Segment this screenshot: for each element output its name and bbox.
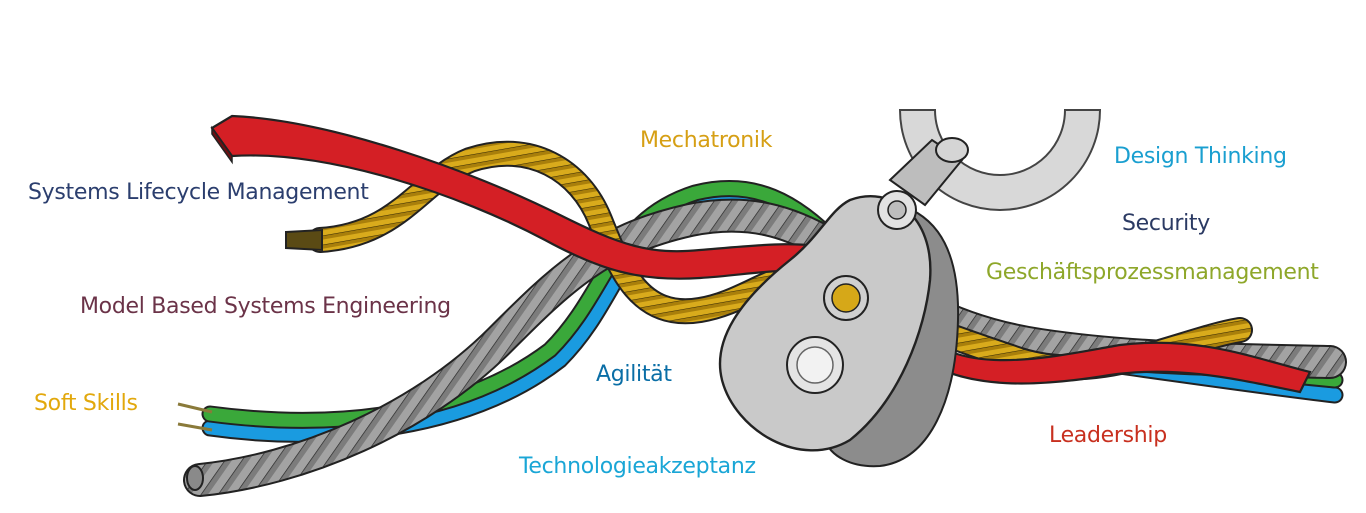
label-mechatronik: Mechatronik <box>640 128 773 153</box>
red-strap-icon <box>210 114 1312 394</box>
label-security: Security <box>1122 211 1210 236</box>
label-design-thinking: Design Thinking <box>1114 144 1287 169</box>
label-systems-lifecycle-management: Systems Lifecycle Management <box>28 180 369 205</box>
label-geschaeftsprozessmanagement: Geschäftsprozessmanagement <box>986 260 1319 285</box>
label-leadership: Leadership <box>1049 423 1167 448</box>
label-agilitaet: Agilität <box>596 362 672 387</box>
label-soft-skills: Soft Skills <box>34 391 138 416</box>
label-technologieakzeptanz: Technologieakzeptanz <box>519 454 756 479</box>
pulley-icon <box>718 137 969 468</box>
ring-icon <box>898 109 1102 211</box>
label-model-based-systems-engineering: Model Based Systems Engineering <box>80 294 451 319</box>
